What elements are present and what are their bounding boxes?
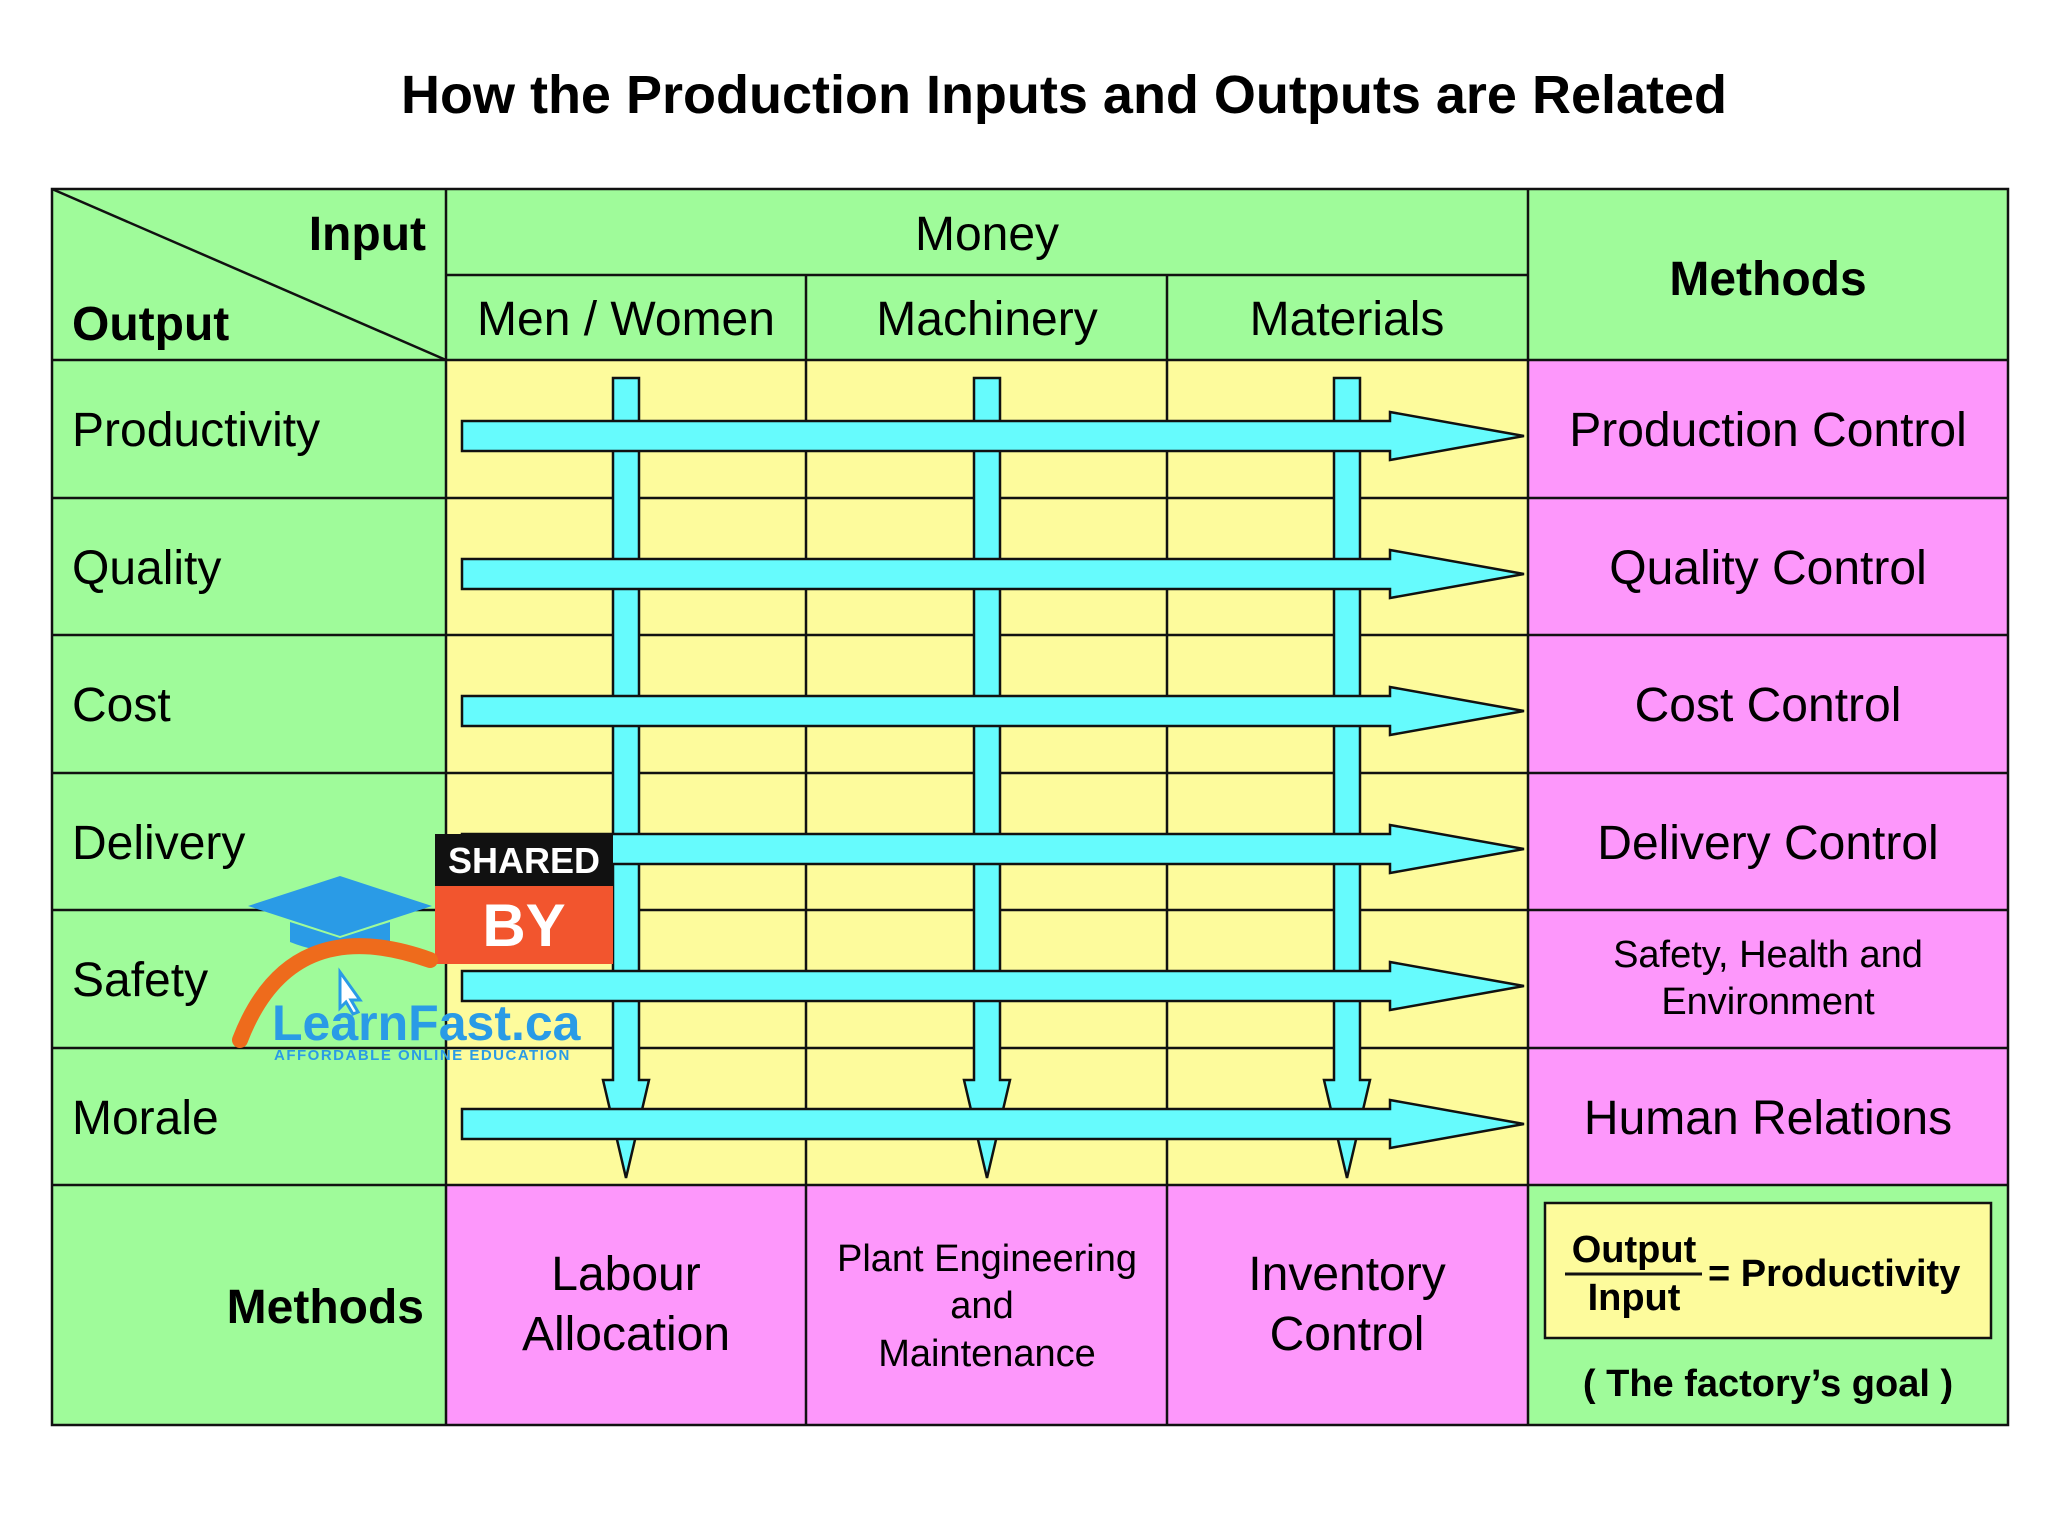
- method-quality-control: Quality Control: [1609, 542, 1926, 595]
- method-inventory-line-1: Inventory: [1248, 1248, 1445, 1301]
- productivity-formula: Output Input = Productivity ( The factor…: [1543, 1201, 1993, 1405]
- method-labour-line-2: Allocation: [522, 1308, 730, 1361]
- output-labels: Productivity Quality Cost Delivery Safet…: [72, 404, 320, 1145]
- right-arrow-morale: [460, 1098, 1525, 1150]
- by-badge-text: BY: [482, 892, 565, 959]
- column-methods: Labour Allocation Plant Engineering and …: [522, 1238, 1446, 1375]
- output-label-safety: Safety: [72, 954, 208, 1007]
- output-label-delivery: Delivery: [72, 817, 245, 870]
- right-arrow-quality: [460, 548, 1525, 600]
- output-label-morale: Morale: [72, 1092, 219, 1145]
- bottom-methods-label: Methods: [227, 1281, 424, 1334]
- right-arrow-delivery: [460, 823, 1525, 875]
- method-cost-control: Cost Control: [1635, 679, 1902, 732]
- grid-lines: [50, 187, 2010, 1427]
- method-human-relations: Human Relations: [1584, 1092, 1952, 1145]
- shared-badge-text: SHARED: [448, 840, 600, 881]
- method-delivery-control: Delivery Control: [1597, 817, 1938, 870]
- formula-numerator: Output: [1572, 1229, 1697, 1271]
- factory-goal: ( The factory’s goal ): [1583, 1363, 1953, 1405]
- column-header-materials: Materials: [1250, 293, 1445, 346]
- method-labour-line-1: Labour: [551, 1248, 700, 1301]
- right-arrow-productivity: [460, 410, 1525, 462]
- bottom-methods-label-cell: [52, 1185, 446, 1425]
- output-label: Output: [72, 298, 229, 351]
- formula-box: [1543, 1201, 1993, 1340]
- brand-name: LearnFast.ca: [272, 995, 582, 1051]
- column-header-machinery: Machinery: [876, 293, 1097, 346]
- money-label: Money: [915, 208, 1059, 261]
- input-label: Input: [309, 208, 426, 261]
- output-label-cost: Cost: [72, 679, 171, 732]
- cursor-icon: [338, 967, 363, 1016]
- methods-header-cell: [1528, 189, 2008, 360]
- formula-denominator: Input: [1588, 1277, 1681, 1319]
- output-label-quality: Quality: [72, 542, 221, 595]
- method-plant-line-2: and: [950, 1285, 1013, 1327]
- right-arrow-safety: [460, 960, 1525, 1012]
- learnfast-watermark: SHARED BY LearnFast.ca AFFORDABLE ONLINE…: [232, 834, 613, 1064]
- method-safety-line-2: Environment: [1661, 981, 1875, 1023]
- shared-badge: [435, 834, 613, 886]
- right-arrow-cost: [460, 685, 1525, 737]
- swoosh-arc: [232, 938, 438, 1048]
- method-safety-line-1: Safety, Health and: [1613, 934, 1923, 976]
- column-methods-cells: [446, 1185, 1528, 1425]
- column-header-men-women: Men / Women: [477, 293, 775, 346]
- formula-result: = Productivity: [1708, 1253, 1960, 1295]
- brand-tagline: AFFORDABLE ONLINE EDUCATION: [274, 1047, 571, 1064]
- corner-diagonal: [51, 187, 447, 362]
- method-production-control: Production Control: [1569, 404, 1967, 457]
- diagram-title: How the Production Inputs and Outputs ar…: [401, 65, 1727, 125]
- flow-arrows: [460, 376, 1525, 1179]
- output-label-productivity: Productivity: [72, 404, 320, 457]
- graduation-cap-icon: [248, 876, 432, 936]
- row-methods: Production Control Quality Control Cost …: [1569, 404, 1967, 1145]
- method-plant-line-3: Maintenance: [878, 1333, 1096, 1375]
- methods-header-label: Methods: [1669, 253, 1866, 306]
- by-badge: [435, 886, 613, 964]
- method-inventory-line-2: Control: [1270, 1308, 1425, 1361]
- method-plant-line-1: Plant Engineering: [837, 1238, 1137, 1280]
